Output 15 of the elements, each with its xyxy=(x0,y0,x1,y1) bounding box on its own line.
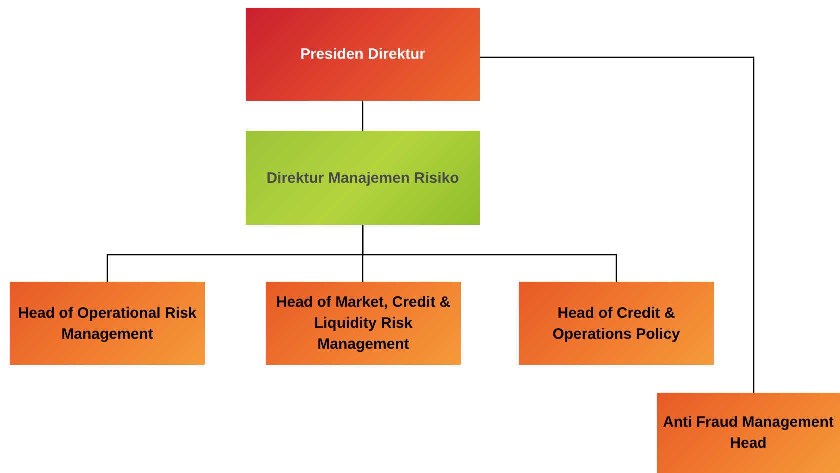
box-title: Anti Fraud Management Head xyxy=(662,413,835,454)
director-box xyxy=(246,131,480,225)
box-title: Head of Operational Risk Management xyxy=(17,304,198,344)
box-title: Head of Credit & Operations Policy xyxy=(552,304,682,344)
department-box xyxy=(266,282,461,365)
connector-line xyxy=(362,101,364,131)
box-title: Direktur Manajemen Risiko xyxy=(266,168,460,188)
connector-line xyxy=(362,225,618,282)
department-box xyxy=(10,282,205,365)
department-box xyxy=(657,393,840,473)
box-title: Presiden Direktur xyxy=(300,45,426,65)
box-title: Head of Market, Credit & Liquidity Risk Management xyxy=(275,293,452,355)
connector-line xyxy=(480,56,755,393)
department-box xyxy=(519,282,714,365)
director-box xyxy=(246,8,480,101)
